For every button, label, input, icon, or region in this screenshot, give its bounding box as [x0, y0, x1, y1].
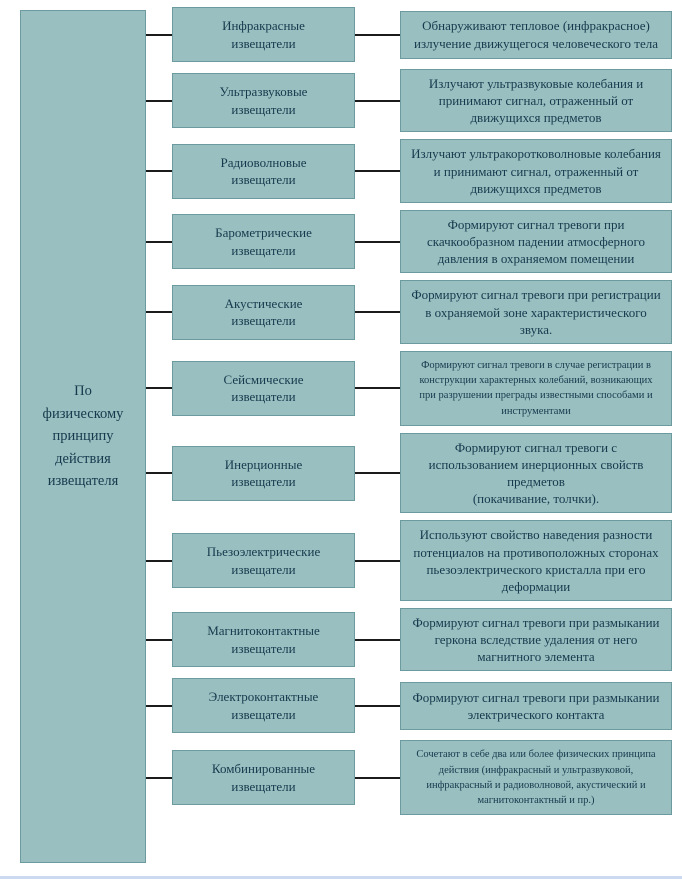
detector-type-label: Акустические извещатели [224, 295, 303, 329]
detector-description-box: Формируют сигнал тревоги в случае регист… [400, 350, 672, 426]
left-connector-line [146, 704, 172, 707]
detector-type-label: Магнитоконтактные извещатели [207, 623, 320, 656]
detector-type-box: Комбинированные извещатели [172, 750, 355, 806]
detector-description-box: Формируют сигнал тревоги при регистрации… [400, 280, 672, 344]
detector-type-label: Барометрические извещатели [215, 225, 312, 258]
detector-description-text: Используют свойство наведения разности п… [413, 527, 659, 594]
detector-row-inertial: Инерционные извещатели Формируют сигнал … [146, 432, 672, 514]
detector-type-box: Акустические извещатели [172, 284, 355, 340]
detector-description-text: Излучают ультракоротковолновые колебания… [411, 146, 661, 196]
detector-type-box: Магнитоконтактные извещатели [172, 612, 355, 668]
detector-description-text: Формируют сигнал тревоги при размыкании … [412, 689, 660, 722]
detector-type-label: Пьезоэлектрические извещатели [206, 544, 321, 577]
detector-row-ultrasonic: Ультразвуковые извещатели Излучают ультр… [146, 69, 672, 133]
detector-type-label: Сейсмические извещатели [223, 371, 304, 405]
detector-row-seismic: Сейсмические извещатели Формируют сигнал… [146, 350, 672, 426]
detector-description-text: Излучают ультразвуковые колебания и прин… [428, 76, 644, 126]
right-connector-line [355, 776, 400, 779]
left-connector-line [146, 387, 172, 390]
detector-type-label: Инфракрасные извещатели [222, 17, 305, 51]
right-connector-line [355, 387, 400, 390]
detector-description-text: Формируют сигнал тревоги в случае регист… [419, 359, 653, 417]
left-connector-line [146, 170, 172, 173]
left-connector-line [146, 99, 172, 102]
detector-description-box: Формируют сигнал тревоги при скачкообраз… [400, 209, 672, 274]
detector-description-box: Обнаруживают тепловое (инфракрасное) изл… [400, 10, 672, 59]
detector-type-box: Электроконтактные извещатели [172, 678, 355, 734]
detector-type-box: Пьезоэлектрические извещатели [172, 533, 355, 589]
detector-row-electric-contact: Электроконтактные извещатели Формируют с… [146, 678, 672, 734]
detector-row-infrared: Инфракрасные извещатели Обнаруживают теп… [146, 7, 672, 62]
right-connector-line [355, 472, 400, 475]
detector-row-combined: Комбинированные извещатели Сочетают в се… [146, 740, 672, 816]
detector-type-box: Ультразвуковые извещатели [172, 73, 355, 129]
left-connector-line [146, 559, 172, 562]
right-connector-line [355, 240, 400, 243]
detector-description-text: Формируют сигнал тревоги при скачкообраз… [426, 216, 646, 267]
detector-type-label: Радиоволновые извещатели [220, 154, 307, 188]
detector-type-box: Инерционные извещатели [172, 445, 355, 501]
detector-type-box: Радиоволновые извещатели [172, 143, 355, 199]
root-category-label: По физическому принципу действия извещат… [42, 383, 124, 490]
detector-type-label: Комбинированные извещатели [211, 761, 316, 794]
root-category-box: По физическому принципу действия извещат… [20, 10, 146, 863]
detector-description-text: Формируют сигнал тревоги при регистрации… [411, 287, 661, 337]
right-connector-line [355, 99, 400, 102]
detector-description-box: Сочетают в себе два или более физических… [400, 740, 672, 816]
detector-row-magnetic-contact: Магнитоконтактные извещатели Формируют с… [146, 608, 672, 672]
left-connector-line [146, 776, 172, 779]
detector-type-box: Барометрические извещатели [172, 214, 355, 270]
detector-row-radiowave: Радиоволновые извещатели Излучают ультра… [146, 139, 672, 203]
left-connector-line [146, 472, 172, 475]
detector-type-box: Инфракрасные извещатели [172, 7, 355, 62]
detector-rows: Инфракрасные извещатели Обнаруживают теп… [146, 0, 672, 818]
detector-description-box: Формируют сигнал тревоги при размыкании … [400, 681, 672, 730]
right-connector-line [355, 559, 400, 562]
detector-row-acoustic: Акустические извещатели Формируют сигнал… [146, 280, 672, 344]
detector-row-barometric: Барометрические извещатели Формируют сиг… [146, 209, 672, 274]
detector-description-text: Сочетают в себе два или более физических… [416, 749, 656, 807]
right-connector-line [355, 311, 400, 314]
bottom-divider-line [0, 876, 682, 879]
right-connector-line [355, 170, 400, 173]
left-connector-line [146, 638, 172, 641]
detector-type-label: Электроконтактные извещатели [208, 689, 319, 722]
left-connector-line [146, 33, 172, 36]
detector-description-text: Формируют сигнал тревоги с использование… [428, 439, 644, 507]
detector-description-box: Формируют сигнал тревоги при размыкании … [400, 608, 672, 672]
detector-description-box: Используют свойство наведения разности п… [400, 520, 672, 601]
detector-description-box: Формируют сигнал тревоги с использование… [400, 432, 672, 514]
detector-row-piezoelectric: Пьезоэлектрические извещатели Используют… [146, 520, 672, 601]
detector-description-text: Обнаруживают тепловое (инфракрасное) изл… [414, 18, 658, 51]
left-connector-line [146, 311, 172, 314]
detector-description-box: Излучают ультразвуковые колебания и прин… [400, 69, 672, 133]
left-connector-line [146, 240, 172, 243]
detector-description-text: Формируют сигнал тревоги при размыкании … [412, 615, 660, 665]
right-connector-line [355, 704, 400, 707]
right-connector-line [355, 638, 400, 641]
detector-type-box: Сейсмические извещатели [172, 360, 355, 416]
detector-type-label: Ультразвуковые извещатели [219, 84, 308, 117]
right-connector-line [355, 33, 400, 36]
detector-type-label: Инерционные извещатели [224, 456, 303, 490]
detector-description-box: Излучают ультракоротковолновые колебания… [400, 139, 672, 203]
